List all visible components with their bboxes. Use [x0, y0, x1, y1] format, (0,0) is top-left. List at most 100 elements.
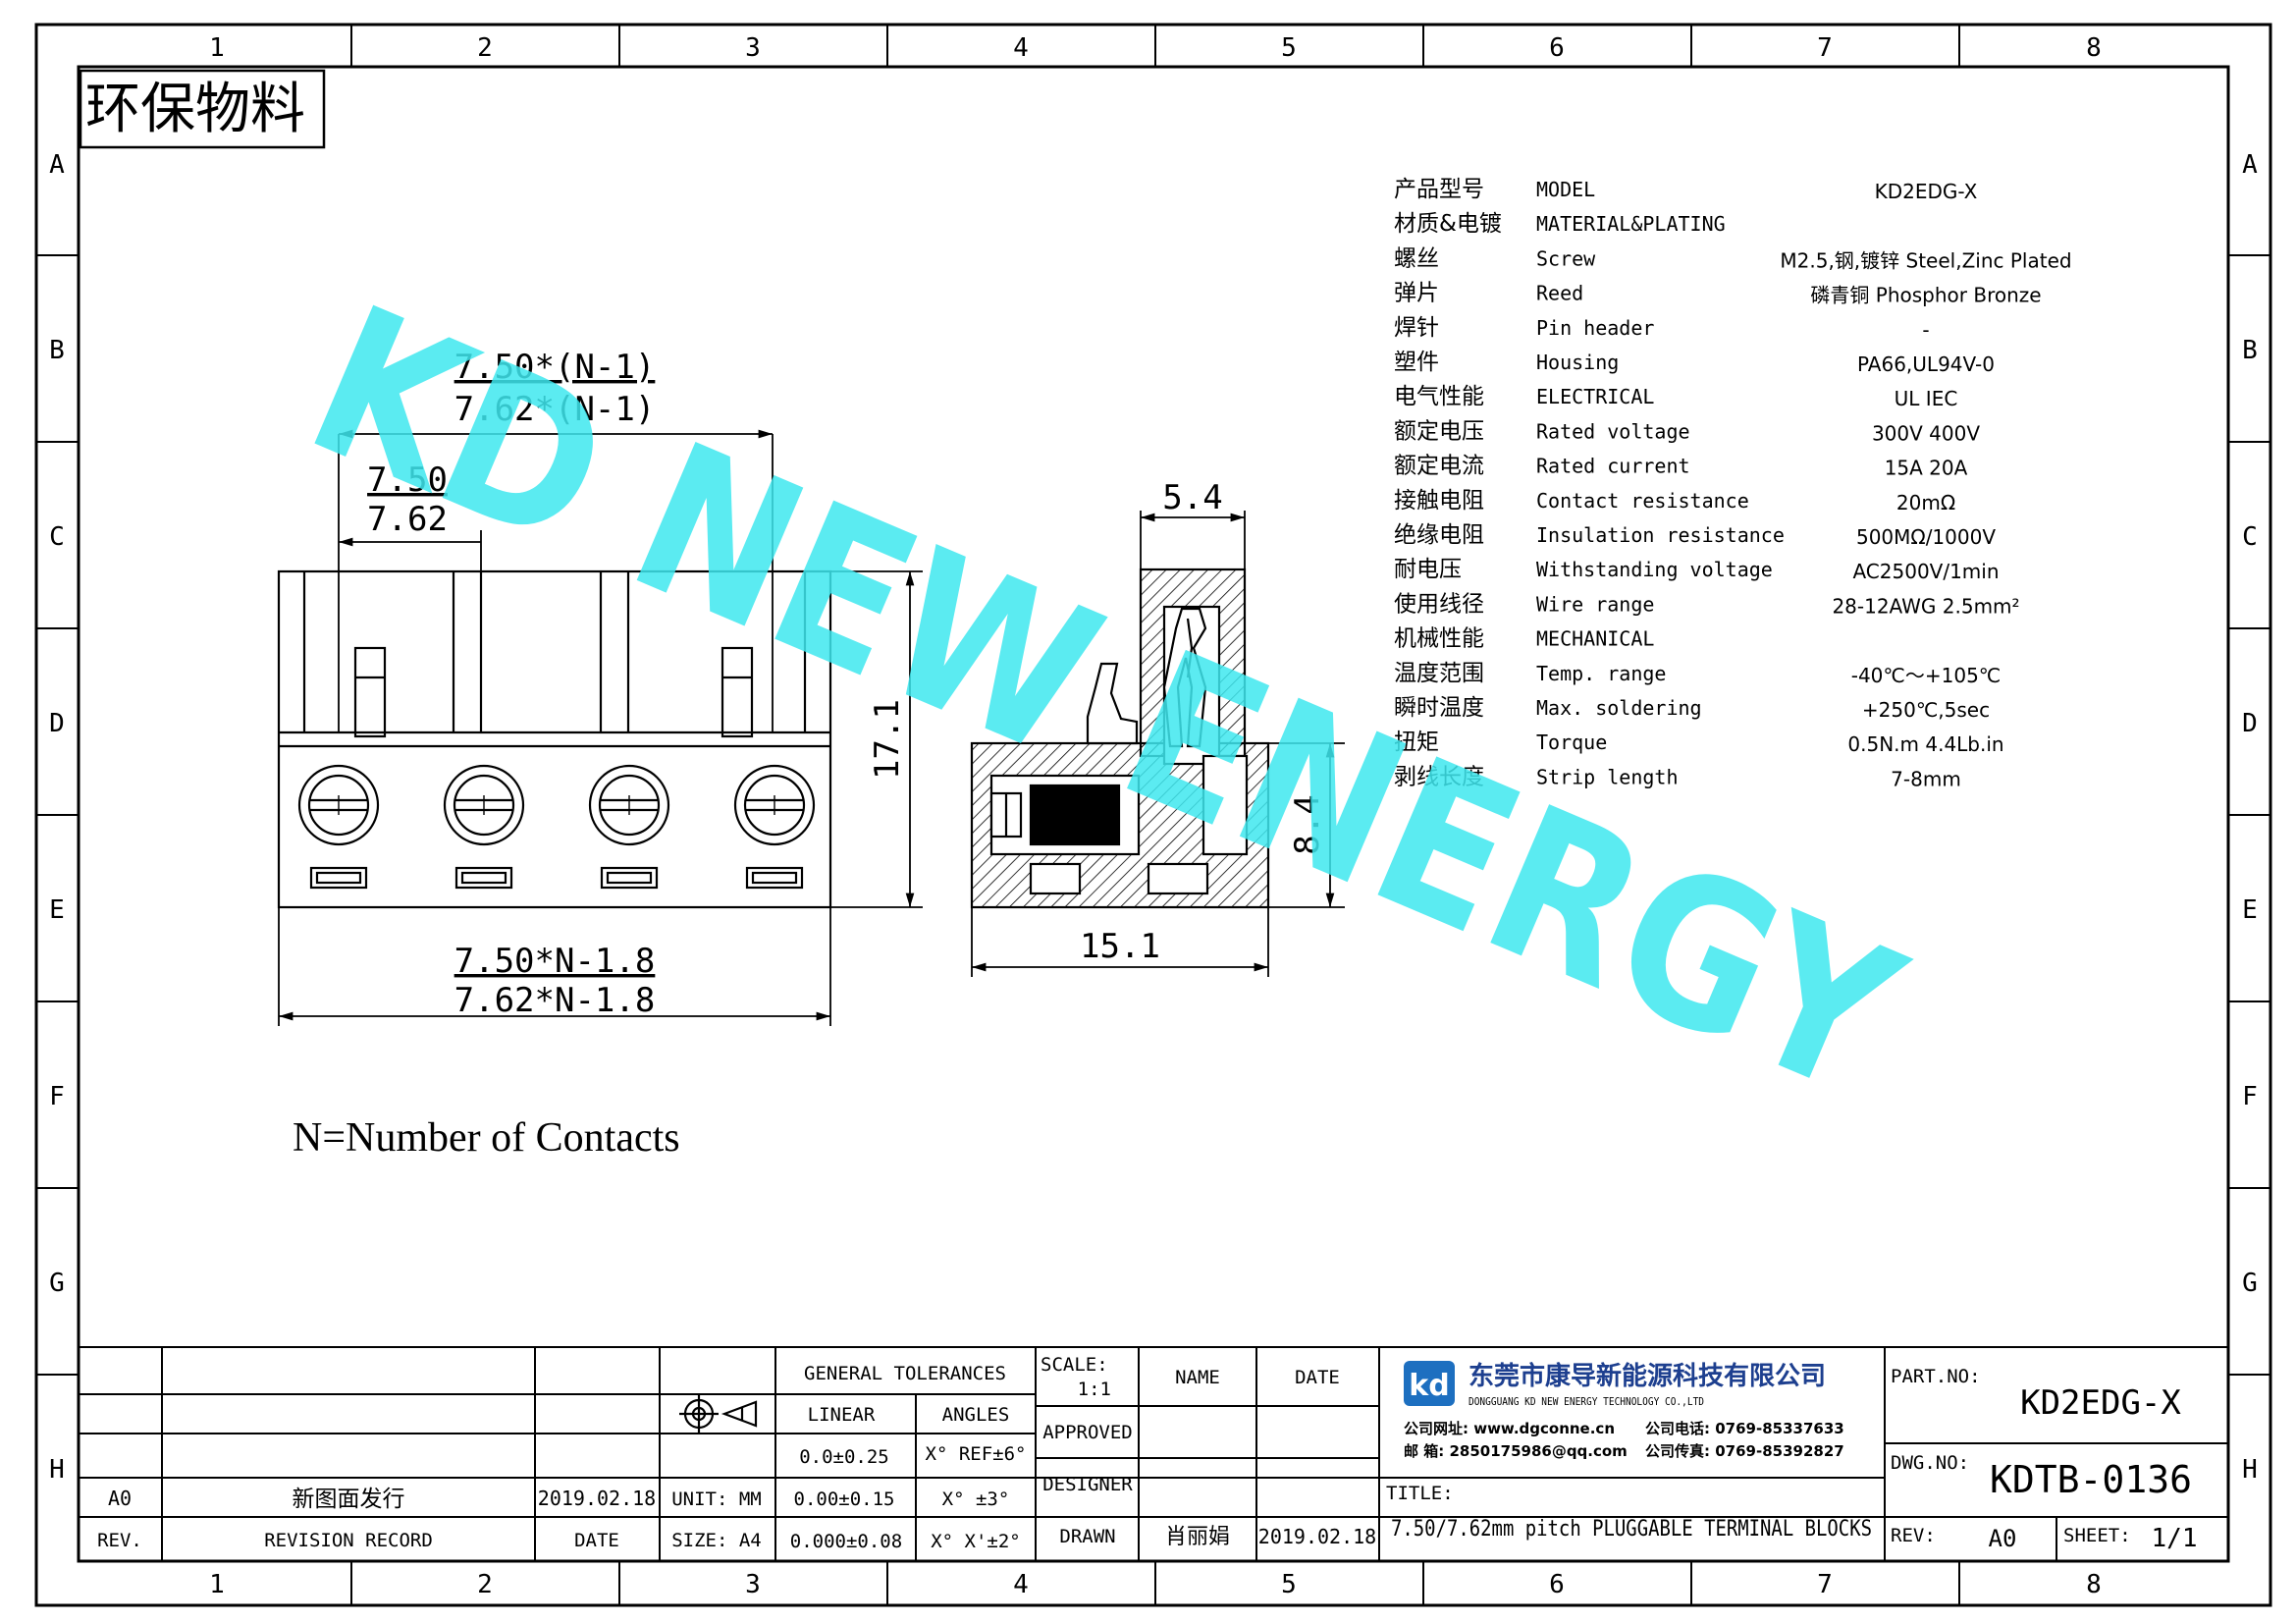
- row-label: F: [49, 1082, 65, 1111]
- sheet-label: SHEET:: [2063, 1525, 2131, 1546]
- spec-value: -: [1922, 318, 1929, 342]
- svg-text:kd: kd: [1409, 1369, 1449, 1403]
- col-label: 8: [2086, 33, 2102, 63]
- sheet-value: 1/1: [2152, 1524, 2198, 1553]
- spec-label-cn: 塑件: [1394, 350, 1439, 375]
- row-label: B: [49, 336, 65, 365]
- row-label: A: [2242, 150, 2258, 180]
- dim-height-front: 17.1: [868, 699, 907, 780]
- rev-code: A0: [108, 1487, 132, 1510]
- screw-icon: [588, 764, 670, 846]
- zone-dividers: [36, 25, 2270, 1605]
- company-info: 东莞市康导新能源科技有限公司 DONGGUANG KD NEW ENERGY T…: [1404, 1361, 1844, 1460]
- spec-label-cn: 材质&电镀: [1394, 211, 1502, 237]
- dim-pitch-750: 7.50: [367, 460, 448, 500]
- title-block-text: GENERAL TOLERANCES LINEAR ANGLES 0.0±0.2…: [97, 1354, 2197, 1553]
- screw-icon: [443, 764, 525, 846]
- revision-record-header: REVISION RECORD: [264, 1530, 433, 1551]
- spec-label-cn: 瞬时温度: [1394, 695, 1484, 721]
- spec-label-cn: 剥线长度: [1394, 764, 1484, 789]
- front-screws: [297, 764, 816, 890]
- drawn-label: DRAWN: [1059, 1526, 1115, 1547]
- spec-label-en: Max. soldering: [1536, 696, 1702, 720]
- spec-label-cn: 电气性能: [1394, 384, 1484, 409]
- spec-label-en: Withstanding voltage: [1536, 558, 1773, 581]
- row-label: G: [2242, 1269, 2258, 1298]
- contacts-note: N=Number of Contacts: [293, 1115, 680, 1161]
- company-name-en: DONGGUANG KD NEW ENERGY TECHNOLOGY CO.,L…: [1468, 1395, 1704, 1408]
- col-label: 2: [477, 33, 493, 63]
- spec-label-cn: 螺丝: [1394, 245, 1439, 271]
- spec-label-en: Rated current: [1536, 455, 1690, 478]
- dim-height-side: 8.4: [1288, 794, 1327, 854]
- row-label: F: [2242, 1082, 2258, 1111]
- side-dimensions: [971, 511, 1345, 977]
- dim-width-side: 15.1: [1080, 927, 1160, 966]
- spec-value: 7-8mm: [1891, 767, 1961, 790]
- col-label: 7: [1817, 33, 1833, 63]
- company-mail: 邮 箱: 2850175986@qq.com: [1404, 1442, 1628, 1460]
- spec-label-en: Screw: [1536, 246, 1596, 270]
- spec-value: 0.5N.m 4.4Lb.in: [1847, 732, 2003, 756]
- eco-stamp-box: [79, 69, 326, 149]
- spec-value: 500MΩ/1000V: [1856, 525, 1996, 549]
- spec-value: 28-12AWG 2.5mm²: [1832, 594, 2019, 618]
- rev-description: 新图面发行: [293, 1487, 405, 1512]
- wire-entry-slot: [309, 866, 368, 890]
- row-label: H: [49, 1455, 65, 1485]
- designer-label: DESIGNER: [1042, 1474, 1133, 1495]
- spec-value: +250℃,5sec: [1862, 698, 1990, 722]
- tol-angle-3: X° X'±2°: [931, 1531, 1021, 1552]
- side-dim-labels: 5.4 8.4 15.1: [1080, 478, 1327, 966]
- col-label: 4: [1013, 1570, 1029, 1599]
- spec-value: 20mΩ: [1896, 491, 1955, 514]
- spec-label-cn: 额定电流: [1394, 454, 1484, 479]
- tol-linear-2: 0.00±0.15: [794, 1488, 895, 1510]
- tol-linear-1: 0.0±0.25: [799, 1446, 889, 1468]
- spec-value: UL IEC: [1895, 387, 1958, 410]
- col-label: 4: [1013, 33, 1029, 63]
- tol-linear-3: 0.000±0.08: [790, 1531, 902, 1552]
- row-label: C: [49, 522, 65, 552]
- rev-header: REV.: [97, 1530, 142, 1551]
- row-label: H: [2242, 1455, 2258, 1485]
- tol-angle-1: X° REF±6°: [926, 1443, 1027, 1465]
- company-fax: 公司传真: 0769-85392827: [1645, 1442, 1844, 1460]
- drawn-date: 2019.02.18: [1258, 1525, 1376, 1548]
- date-header: DATE: [1295, 1367, 1340, 1388]
- dim-total-750: 7.50*(N-1): [454, 348, 656, 387]
- spec-label-en: Rated voltage: [1536, 419, 1690, 443]
- spec-label-en: Reed: [1536, 282, 1583, 305]
- screw-icon: [733, 764, 816, 846]
- title-label: TITLE:: [1386, 1483, 1454, 1504]
- front-view: [277, 569, 832, 909]
- row-label: B: [2242, 336, 2258, 365]
- col-label: 3: [745, 1570, 761, 1599]
- company-web: 公司网址: www.dgconne.cn: [1404, 1420, 1615, 1437]
- dim-width-762: 7.62*N-1.8: [454, 981, 656, 1020]
- spec-label-en: Temp. range: [1536, 662, 1666, 685]
- spec-value: PA66,UL94V-0: [1857, 352, 1995, 376]
- col-label: 1: [209, 1570, 225, 1599]
- spec-value: KD2EDG-X: [1875, 180, 1978, 203]
- rev-label: REV:: [1891, 1525, 1936, 1546]
- zone-labels: 1 2 3 4 5 6 7 8 1 2 3 4 5 6 7 8 A B C D …: [49, 33, 2258, 1599]
- spec-label-cn: 额定电压: [1394, 418, 1484, 444]
- row-label: C: [2242, 522, 2258, 552]
- eco-stamp-text: 环保物料: [85, 78, 305, 141]
- spec-value: 磷青铜 Phosphor Bronze: [1810, 284, 2041, 307]
- wire-entry-slot: [454, 866, 513, 890]
- title-block-lines: [79, 1346, 2228, 1561]
- spec-value: -40℃～+105℃: [1851, 664, 2002, 687]
